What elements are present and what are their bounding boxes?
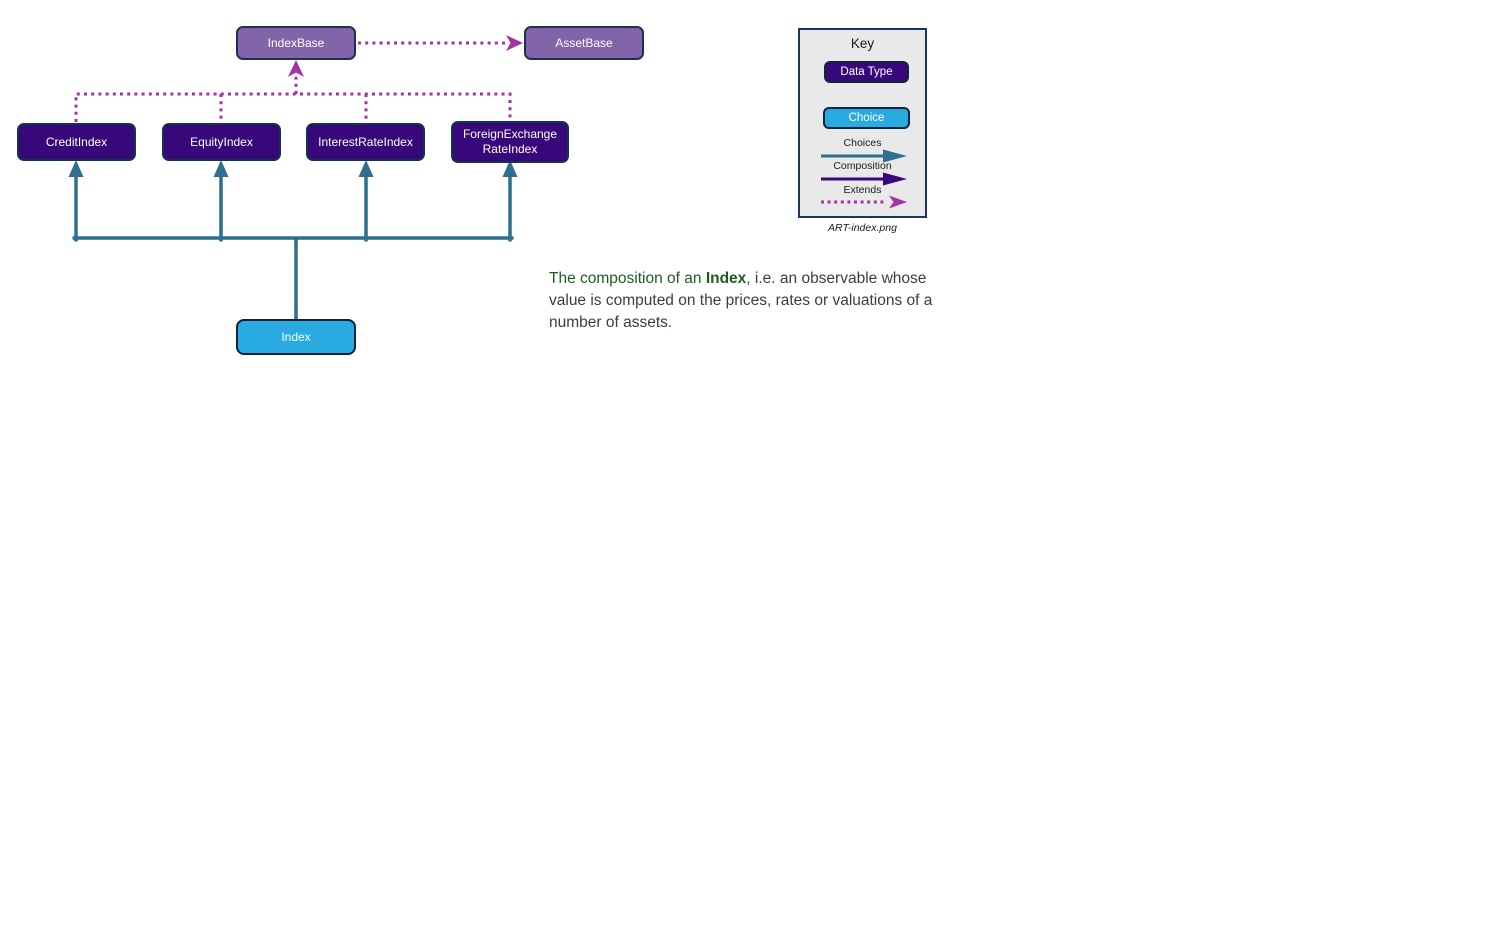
node-interest-rate-index: InterestRateIndex [306, 123, 425, 161]
node-label: IndexBase [267, 35, 325, 50]
node-equity-index: EquityIndex [162, 123, 281, 161]
node-label: InterestRateIndex [318, 134, 413, 149]
choices-arrowhead-equity [213, 160, 229, 177]
description-body: i.e. an observable whose value is comput… [549, 269, 933, 332]
legend-data-type-sample: Data Type [824, 61, 909, 83]
choices-branch-lines [72, 170, 514, 322]
node-label: AssetBase [555, 35, 613, 50]
description-paragraph: The composition of an Index, i.e. an obs… [549, 268, 945, 335]
node-asset-base: AssetBase [524, 26, 644, 60]
choices-arrowhead-credit [68, 160, 84, 177]
node-index: Index [236, 319, 356, 355]
node-label: ForeignExchange RateIndex [463, 127, 557, 157]
composition-arrow-icon [821, 172, 907, 186]
node-label-line-1: ForeignExchange [462, 127, 558, 141]
node-label: EquityIndex [190, 134, 253, 149]
node-credit-index: CreditIndex [17, 123, 136, 161]
legend-choice-label: Choice [848, 112, 885, 124]
node-label-line-2: RateIndex [482, 142, 538, 156]
description-term: Index [705, 269, 747, 287]
choices-arrowhead-interest-rate [358, 160, 374, 177]
node-index-base: IndexBase [236, 26, 356, 60]
choices-arrow-icon [821, 149, 907, 163]
legend-data-type-label: Data Type [840, 66, 893, 78]
legend-key: Key Data Type Choice Choices Composition… [798, 28, 927, 218]
legend-caption: ART-index.png [828, 222, 897, 234]
extends-up-arrowhead [288, 60, 304, 77]
legend-title: Key [850, 36, 875, 51]
legend-choice-sample: Choice [823, 107, 910, 129]
legend-extends-label: Extends [843, 184, 882, 196]
description-lead: The composition of an [549, 269, 706, 287]
choices-connectors [68, 160, 518, 322]
node-label: Index [281, 329, 311, 344]
legend-choices-label: Choices [843, 137, 882, 149]
extends-branch-lines [74, 92, 512, 122]
node-label: CreditIndex [45, 134, 108, 149]
extends-right-arrowhead [506, 35, 523, 51]
legend-composition-label: Composition [833, 160, 892, 172]
description-comma: , [746, 269, 751, 287]
node-foreign-exchange-rate-index: ForeignExchange RateIndex [451, 121, 569, 163]
extends-arrow-icon [821, 195, 907, 209]
description-period: . [667, 314, 673, 332]
